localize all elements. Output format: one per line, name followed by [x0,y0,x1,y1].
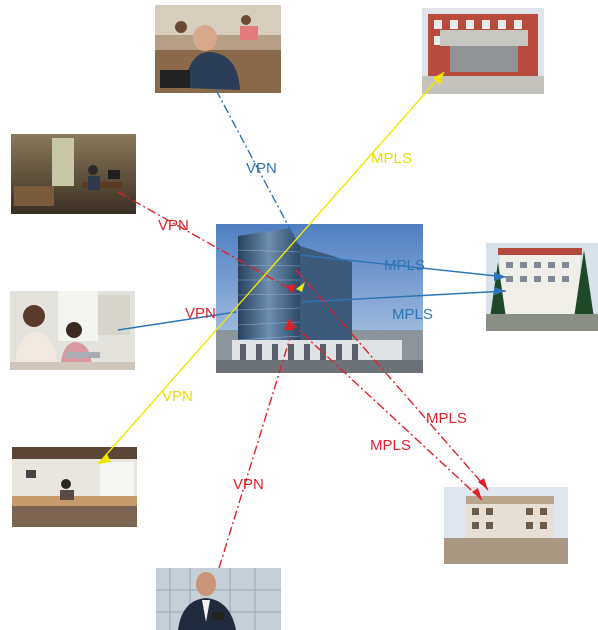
arrow-red-right-1 [478,478,488,490]
arrow-yellow-bottom [98,454,111,464]
arrowheads [98,72,506,500]
remote-kitchen-image [12,447,137,527]
arrow-red-up [284,318,294,330]
arrow-red-right-2 [472,488,482,500]
remote-family-desk-image [155,5,281,93]
mpls-line-yellow [97,71,445,465]
mpls-line-red-1 [295,269,489,491]
mpls-label-blue-1: MPLS [384,257,425,274]
remote-laptops-image [10,291,135,370]
vpn-line-left-red [117,191,293,291]
mobile-businessman-image [156,568,281,630]
mpls-line-blue-1 [299,254,507,278]
vpn-label-yellow: VPN [162,388,193,405]
arrow-yellow-hq [296,282,305,292]
vpn-label-left-red: VPN [158,217,189,234]
mpls-label-red-1: MPLS [426,410,467,427]
mpls-label-yellow: MPLS [371,150,412,167]
arrow-blue-right-1 [494,272,506,281]
connection-lines [97,71,507,569]
vpn-line-top [215,89,299,245]
branch-right-image [486,243,598,331]
remote-living-room-image [11,134,136,214]
vpn-label-mid: VPN [185,305,216,322]
vpn-label-bottom: VPN [233,476,264,493]
branch-top-right-image [422,8,544,94]
arrow-blue-right-2 [494,287,506,295]
arrow-red-hq [286,284,296,294]
branch-bottom-right-image [444,487,568,564]
mpls-line-blue-2 [301,290,507,303]
vpn-label-top: VPN [246,160,277,177]
hq-building-image [216,224,423,373]
vpn-line-bottom [218,337,291,569]
arrow-yellow-top [433,72,444,85]
mpls-label-red-2: MPLS [370,437,411,454]
mpls-label-blue-2: MPLS [392,306,433,323]
vpn-line-mid [117,311,237,331]
